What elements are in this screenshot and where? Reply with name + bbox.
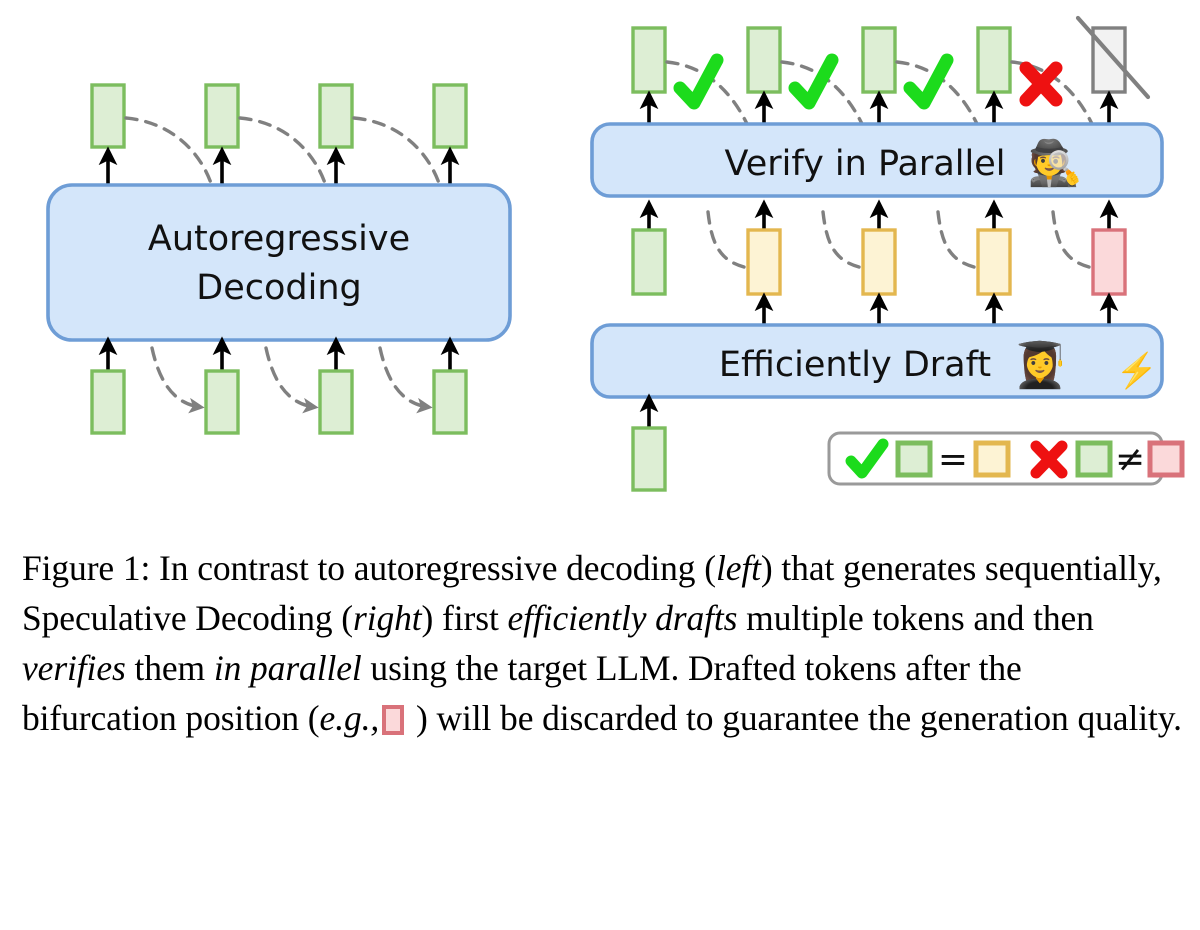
left-input-token-4: [432, 369, 468, 435]
right-draft-token-row: [631, 228, 1127, 296]
caption-part-2: ) that generates sequentially, Speculati…: [22, 548, 1162, 638]
right-top-curve-3: [895, 60, 980, 128]
cross-mark-icon-1: [1019, 61, 1063, 107]
draft-token-2: [861, 228, 897, 296]
autoregressive-decoding-box[interactable]: [46, 183, 512, 342]
caption-pink-token-icon: [382, 705, 405, 735]
right-draft-chain-curves: [706, 210, 1095, 270]
check-mark-icon-2: [788, 53, 839, 110]
draft-token-context: [631, 228, 667, 296]
legend-pink-swatch: [1147, 440, 1185, 478]
legend-not-equals-sign: ≠: [1115, 439, 1145, 480]
draft-chain-curve-4: [1051, 210, 1095, 270]
check-mark-icon-1: [673, 53, 724, 110]
right-output-token-1: [631, 26, 667, 94]
speculative-decoding-diagram: Autoregressive Decoding: [46, 15, 1185, 492]
caption-part-5: them: [125, 648, 214, 688]
left-sequential-arrow-2: [264, 346, 319, 414]
right-top-curve-2: [780, 60, 865, 128]
left-output-token-row: [90, 83, 468, 149]
caption-part-4: multiple tokens and then: [737, 598, 1094, 638]
left-output-token-2: [204, 83, 240, 149]
discard-slash-icon: [1075, 15, 1151, 100]
right-output-arrows: [639, 90, 1119, 124]
verify-in-parallel-label: Verify in Parallel: [725, 144, 1006, 184]
caption-italic-right: right: [353, 598, 422, 638]
lightning-bolt-icon: ⚡: [1116, 351, 1158, 391]
left-sequential-arrows: [150, 346, 433, 414]
left-sequential-arrow-1: [150, 346, 205, 414]
right-output-token-2: [746, 26, 782, 94]
legend-cross-mark-icon: [1030, 440, 1068, 479]
draft-chain-curve-3: [936, 210, 980, 270]
left-input-token-row: [90, 369, 468, 435]
caption-part-6: using the target LLM. Drafted tokens aft…: [22, 648, 1022, 738]
legend-green-swatch-2: [1075, 440, 1113, 478]
left-output-arrows: [98, 146, 460, 185]
right-panel-speculative: Verify in Parallel 🕵️: [590, 15, 1185, 492]
efficiently-draft-box[interactable]: [590, 323, 1164, 399]
student-emoji: 👩‍🎓: [1013, 340, 1068, 390]
left-input-token-3: [318, 369, 354, 435]
legend-yellow-swatch: [973, 440, 1011, 478]
verify-in-parallel-box[interactable]: [590, 122, 1164, 198]
legend-equals-sign: =: [938, 439, 968, 480]
left-output-token-3: [318, 83, 354, 149]
caption-italic-eg: e.g.,: [319, 698, 380, 738]
left-feedback-curve-1: [124, 116, 214, 188]
caption-italic-left: left: [715, 548, 761, 588]
left-sequential-arrow-3: [378, 346, 433, 414]
legend: = ≠: [827, 431, 1185, 486]
check-mark-icon-3: [903, 53, 954, 110]
prompt-token: [631, 426, 667, 492]
caption-part-7: ) will be discarded to guarantee the gen…: [407, 698, 1182, 738]
caption-italic-verifies: verifies: [22, 648, 126, 688]
caption-part-3: ) first: [421, 598, 508, 638]
left-feedback-curve-2: [238, 116, 328, 188]
left-panel-autoregressive: Autoregressive Decoding: [46, 83, 512, 435]
figure-caption: Figure 1: In contrast to autoregressive …: [22, 543, 1182, 743]
right-output-token-4: [976, 26, 1012, 94]
caption-italic-efficiently-drafts: efficiently drafts: [507, 598, 738, 638]
left-output-token-4: [432, 83, 468, 149]
left-feedback-curve-3: [352, 116, 442, 188]
legend-green-swatch-1: [895, 440, 933, 478]
detective-emoji: 🕵️: [1028, 138, 1083, 188]
left-output-token-1: [90, 83, 126, 149]
caption-italic-in-parallel: in parallel: [213, 648, 362, 688]
legend-check-mark-icon: [845, 438, 889, 479]
left-output-feedback-curves: [124, 116, 442, 188]
draft-token-mismatch: [1091, 228, 1127, 296]
right-output-token-3: [861, 26, 897, 94]
autoregressive-title-line2: Decoding: [196, 268, 361, 308]
draft-chain-curve-1: [706, 210, 750, 270]
draft-token-1: [746, 228, 782, 296]
draft-token-3: [976, 228, 1012, 296]
left-input-token-1: [90, 369, 126, 435]
draft-chain-curve-2: [821, 210, 865, 270]
right-draft-output-arrows: [754, 292, 1119, 325]
verification-marks: [673, 53, 1063, 110]
left-input-token-2: [204, 369, 240, 435]
caption-part-1: Figure 1: In contrast to autoregressive …: [22, 548, 716, 588]
right-top-curve-1: [665, 60, 750, 128]
efficiently-draft-label: Efficiently Draft: [719, 345, 991, 385]
autoregressive-title-line1: Autoregressive: [148, 219, 410, 259]
